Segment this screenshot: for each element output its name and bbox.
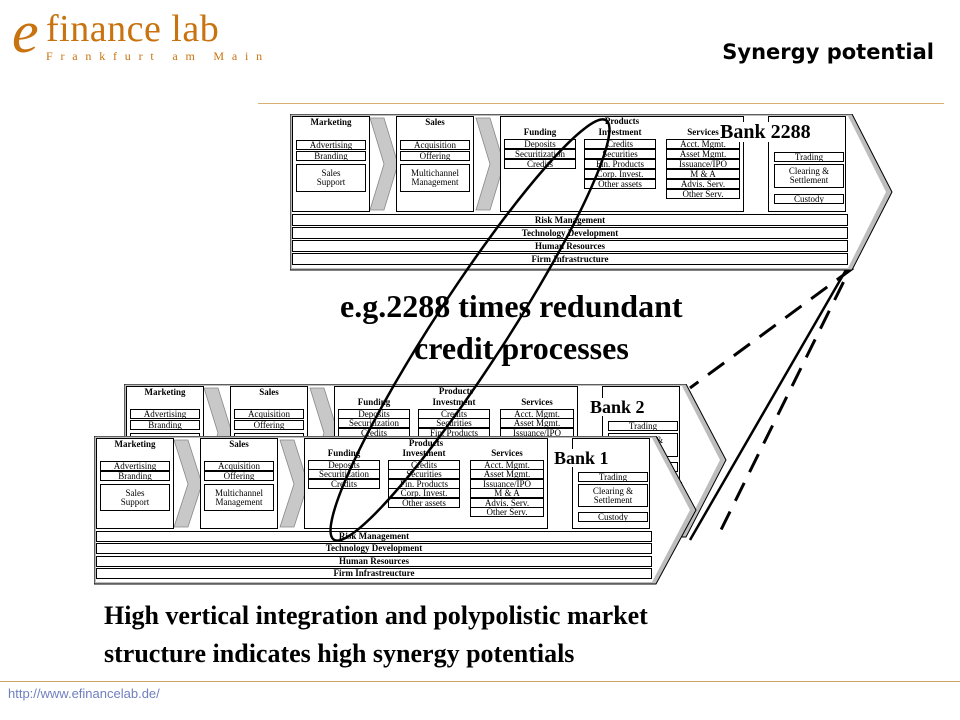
funding-item: Securitization xyxy=(308,469,380,479)
sales-panel xyxy=(200,438,278,529)
services-item: M & A xyxy=(470,488,544,498)
support-activity: Risk Management xyxy=(96,531,652,542)
funding-item: Securitization xyxy=(338,418,410,428)
products-title: Products xyxy=(438,386,474,396)
transaction-item: Trading xyxy=(608,421,678,431)
investment-item: Securities xyxy=(388,469,460,479)
sales-title: Sales xyxy=(425,117,445,127)
sales-item: Acquisition xyxy=(234,409,304,419)
services-item: M & A xyxy=(666,169,740,179)
transaction-item: Trading xyxy=(578,472,648,482)
services-item: Issuance/IPO xyxy=(666,159,740,169)
sales-title: Sales xyxy=(229,439,249,449)
sales-item: Offering xyxy=(400,151,470,161)
marketing-panel xyxy=(96,438,174,529)
funding-item: Deposits xyxy=(504,139,576,149)
footer-url[interactable]: http://www.efinancelab.de/ xyxy=(8,686,160,701)
transaction-item: Trading xyxy=(774,152,844,162)
marketing-item: Branding xyxy=(100,471,170,481)
marketing-item: Sales Support xyxy=(296,164,366,192)
logo-e-glyph: e xyxy=(12,0,39,65)
title-divider xyxy=(258,103,944,104)
logo-tagline: Frankfurt am Main xyxy=(46,49,270,63)
footer-divider xyxy=(0,681,960,682)
services-title: Services xyxy=(521,397,553,407)
marketing-item: Advertising xyxy=(100,461,170,471)
services-item: Advis. Serv. xyxy=(666,179,740,189)
support-activity: Human Resources xyxy=(292,240,848,252)
transaction-item: Custody xyxy=(774,194,844,204)
sales-item: Offering xyxy=(204,471,274,481)
support-activity: Technology Development xyxy=(96,543,652,554)
services-title: Services xyxy=(491,448,523,458)
support-activity: Firm Infrastreucture xyxy=(96,568,652,579)
bank-label: Bank 2288 xyxy=(720,121,811,143)
investment-title: Investment xyxy=(402,448,446,458)
support-activity: Human Resources xyxy=(96,556,652,567)
transaction-item: Clearing & Settlement xyxy=(774,164,844,188)
marketing-title: Marketing xyxy=(144,387,186,397)
investment-item: Securities xyxy=(584,149,656,159)
bank-label: Bank 1 xyxy=(554,448,609,468)
marketing-item: Branding xyxy=(130,420,200,430)
marketing-item: Branding xyxy=(296,151,366,161)
sales-item: Offering xyxy=(234,420,304,430)
investment-title: Investment xyxy=(598,127,642,137)
dashed-stack-edge-top xyxy=(689,266,854,390)
services-item: Asset Mgmt. xyxy=(470,469,544,479)
conclusion-line1: High vertical integration and polypolist… xyxy=(104,601,648,630)
funding-title: Funding xyxy=(327,448,361,458)
logo-wordmark: finance lab xyxy=(46,8,220,50)
services-title: Services xyxy=(687,127,719,137)
investment-item: Credits xyxy=(584,139,656,149)
sales-item: Acquisition xyxy=(204,461,274,471)
redundancy-statement-line1: e.g.2288 times redundant xyxy=(340,288,683,324)
support-activity: Technology Development xyxy=(292,227,848,239)
services-item: Asset Mgmt. xyxy=(500,418,574,428)
services-item: Asset Mgmt. xyxy=(666,149,740,159)
marketing-title: Marketing xyxy=(310,117,352,127)
investment-item: Corp. Invest. xyxy=(388,488,460,498)
bank-label: Bank 2 xyxy=(590,397,645,417)
investment-item: Other assets xyxy=(584,179,656,189)
products-title: Products xyxy=(604,116,640,126)
investment-item: Corp. Invest. xyxy=(584,169,656,179)
marketing-item: Advertising xyxy=(296,140,366,150)
transaction-item: Custody xyxy=(578,512,648,522)
marketing-item: Advertising xyxy=(130,409,200,419)
support-activity: Firm Infrastructure xyxy=(292,253,848,265)
funding-item: Credits xyxy=(504,159,576,169)
services-item: Acct. Mgmt. xyxy=(666,139,740,149)
investment-title: Investment xyxy=(432,397,476,407)
solid-stack-edge xyxy=(688,217,878,541)
investment-item: Fin. Products xyxy=(584,159,656,169)
conclusion-line2: structure indicates high synergy potenti… xyxy=(104,639,575,668)
services-item: Other Serv. xyxy=(470,507,544,517)
marketing-item: Sales Support xyxy=(100,484,170,511)
support-activity: Risk Management xyxy=(292,214,848,226)
sales-title: Sales xyxy=(259,387,279,397)
investment-item: Securities xyxy=(418,418,490,428)
investment-item: Other assets xyxy=(388,498,460,508)
sales-item: Acquisition xyxy=(400,140,470,150)
redundancy-statement-line2: credit processes xyxy=(414,330,629,366)
services-item: Other Serv. xyxy=(666,189,740,199)
page-title: Synergy potential xyxy=(722,40,934,64)
products-title: Products xyxy=(408,438,444,448)
funding-item: Securitization xyxy=(504,149,576,159)
marketing-title: Marketing xyxy=(114,439,156,449)
sales-item: Multichannel Management xyxy=(400,164,470,192)
transaction-item: Clearing & Settlement xyxy=(578,484,648,507)
funding-item: Credits xyxy=(308,479,380,489)
sales-item: Multichannel Management xyxy=(204,484,274,511)
funding-title: Funding xyxy=(523,127,557,137)
funding-title: Funding xyxy=(357,397,391,407)
